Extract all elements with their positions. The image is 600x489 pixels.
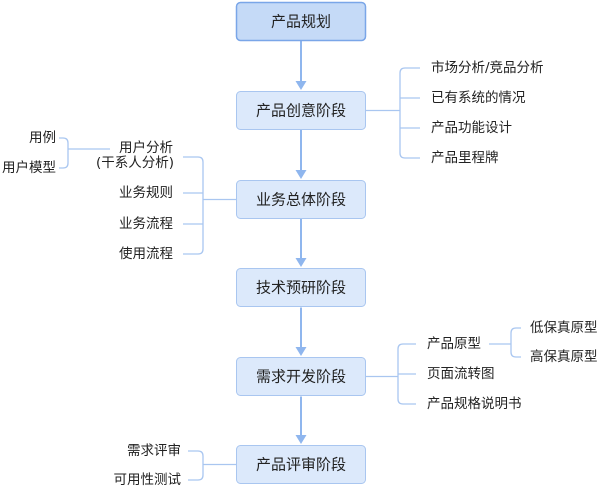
creative-branch: 市场分析/竞品分析 已有系统的情况 产品功能设计 产品里程牌 [366, 59, 544, 166]
stage-dev: 需求开发阶段 [236, 357, 366, 396]
stage-label: 产品评审阶段 [256, 456, 346, 474]
subbranch-bracket [510, 327, 521, 358]
subbranch-bracket [59, 137, 69, 169]
branch-item: 使用流程 [119, 245, 173, 262]
stage-tech-research: 技术预研阶段 [236, 268, 366, 307]
branch-bracket [183, 156, 204, 255]
arrow-planning-to-creative [295, 40, 307, 90]
arrow-business-to-tech [295, 218, 307, 267]
branch-bracket [399, 67, 420, 159]
arrow-head [295, 347, 307, 356]
arrow-head [295, 258, 307, 267]
user-analysis-label: 用户分析 [119, 139, 173, 156]
branch-item: 已有系统的情况 [431, 90, 526, 106]
review-branch: 需求评审 可用性测试 [114, 443, 236, 488]
stage-label: 技术预研阶段 [256, 279, 346, 297]
stage-label: 业务总体阶段 [256, 191, 346, 209]
subbranch-item: 高保真原型 [530, 348, 598, 365]
arrow-tech-to-dev [295, 307, 307, 356]
user-analysis-subbranch: 用例 用户模型 [2, 130, 110, 176]
subbranch-item: 用户模型 [2, 159, 56, 176]
branch-item: 页面流转图 [427, 366, 495, 382]
arrow-head [295, 170, 307, 179]
stage-label: 需求开发阶段 [256, 368, 346, 386]
subbranch-item: 用例 [29, 130, 56, 146]
stage-creative: 产品创意阶段 [236, 91, 366, 130]
branch-item: 产品里程牌 [431, 149, 499, 166]
business-branch: 用户分析 (干系人分析) 业务规则 业务流程 使用流程 用例 用户模型 [2, 130, 236, 262]
stage-box [236, 180, 366, 219]
flow-arrows [295, 40, 307, 444]
branch-ticks [183, 192, 203, 225]
subbranch-item: 低保真原型 [530, 320, 598, 336]
branch-ticks [400, 97, 420, 129]
branch-bracket [188, 450, 204, 481]
arrow-head [295, 81, 307, 90]
stage-box [236, 357, 366, 396]
stage-label: 产品规划 [271, 13, 331, 31]
stage-box [236, 268, 366, 307]
stage-label: 产品创意阶段 [256, 102, 346, 120]
arrow-dev-to-review [295, 396, 307, 444]
branch-item: 产品规格说明书 [427, 396, 522, 412]
stage-review: 产品评审阶段 [236, 445, 366, 484]
user-analysis-note: (干系人分析) [96, 155, 174, 171]
branch-item: 业务流程 [119, 216, 173, 232]
stage-product-planning: 产品规划 [235, 1, 367, 42]
stage-business: 业务总体阶段 [236, 180, 366, 219]
prototype-subbranch: 低保真原型 高保真原型 [489, 320, 598, 365]
stage-box [235, 1, 367, 42]
branch-item: 可用性测试 [114, 472, 182, 488]
prototype-label: 产品原型 [427, 336, 481, 352]
branch-item: 产品功能设计 [431, 120, 512, 136]
stage-box [236, 445, 366, 484]
branch-item: 需求评审 [127, 443, 181, 459]
arrow-creative-to-business [295, 129, 307, 179]
stage-box [236, 91, 366, 130]
branch-item: 业务规则 [119, 185, 173, 201]
branch-item: 市场分析/竞品分析 [431, 59, 544, 76]
dev-branch: 产品原型 页面流转图 产品规格说明书 低保真原型 高保真原型 [366, 320, 598, 412]
arrow-head [295, 435, 307, 444]
